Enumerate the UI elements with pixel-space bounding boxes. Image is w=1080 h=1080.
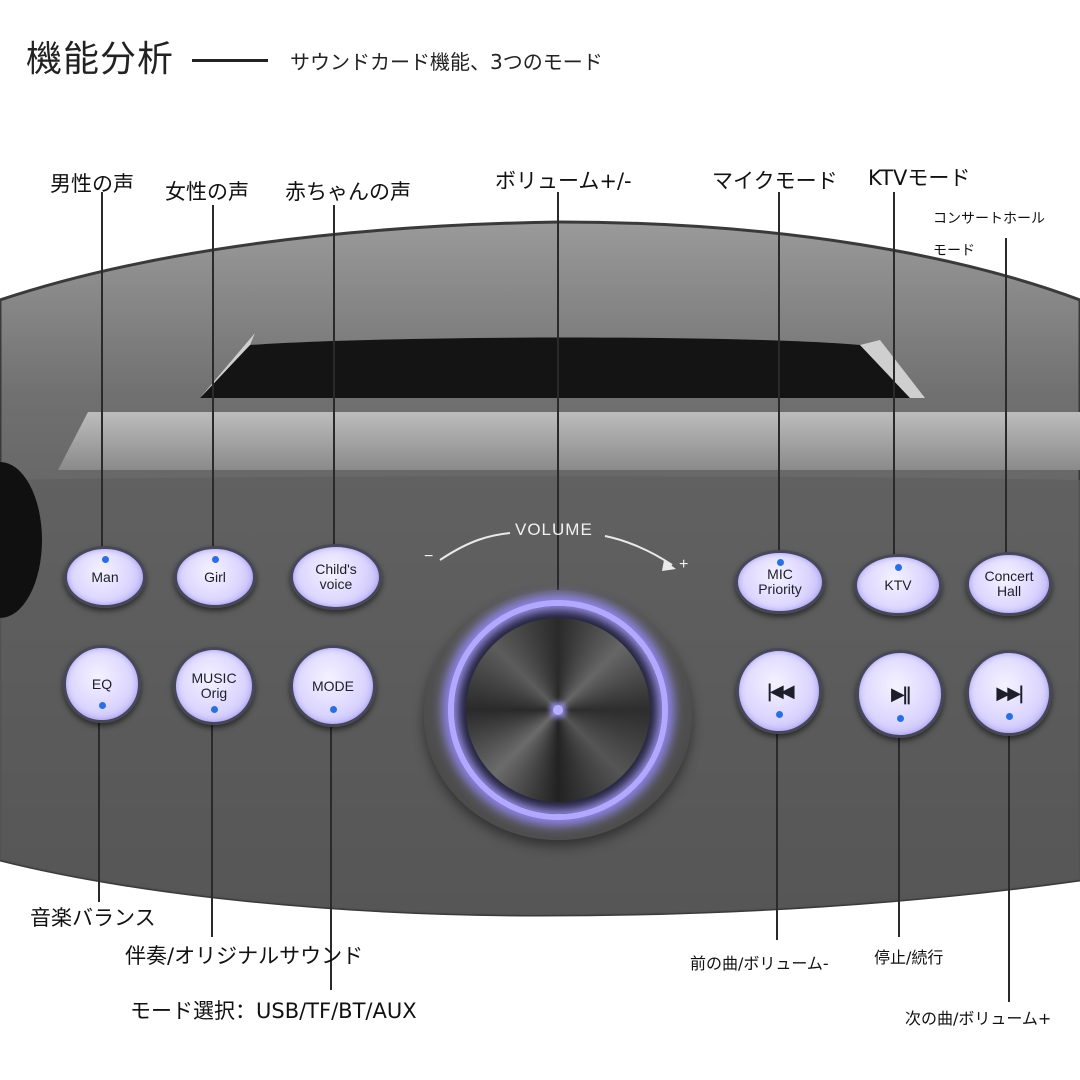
callout-mode-select: モード選択：USB/TF/BT/AUX: [130, 999, 417, 1023]
man-button-label: Man: [91, 568, 119, 585]
girl-button[interactable]: Girl: [174, 546, 256, 608]
callout-girl-voice: 女性の声: [165, 180, 249, 204]
music-orig-button-label: MUSIC Orig: [191, 671, 236, 701]
mode-button[interactable]: MODE: [290, 645, 376, 727]
indicator-dot: [1005, 713, 1013, 720]
callout-prev-track: 前の曲/ボリューム-: [690, 954, 829, 973]
childs-voice-line1: Child's: [315, 561, 357, 577]
leader-line-volume: [557, 192, 559, 712]
leader-line-mic: [778, 192, 780, 570]
callout-next-track: 次の曲/ボリューム+: [905, 1009, 1052, 1028]
callout-eq: 音楽バランス: [30, 906, 156, 930]
indicator-dot: [329, 706, 337, 713]
callout-man-voice: 男性の声: [50, 172, 134, 196]
previous-track-button[interactable]: |◀◀: [736, 648, 822, 734]
eq-button-label: EQ: [91, 675, 113, 692]
childs-voice-button[interactable]: Child's voice: [290, 544, 382, 610]
concert-hall-line1: Concert: [984, 568, 1034, 584]
callout-child-voice: 赤ちゃんの声: [285, 180, 411, 204]
leader-line-eq: [98, 702, 100, 902]
next-track-button[interactable]: ▶▶|: [966, 650, 1052, 736]
volume-plus-label: +: [679, 556, 689, 573]
indicator-dot: [210, 706, 218, 713]
leader-line-ktv: [893, 192, 895, 577]
indicator-dot: [775, 711, 783, 718]
volume-arc-right: [604, 535, 673, 566]
volume-arc-left: [439, 532, 511, 561]
volume-arrow-head: [662, 560, 676, 571]
mic-priority-line2: Priority: [758, 581, 802, 597]
previous-track-icon: |◀◀: [766, 680, 794, 702]
man-button[interactable]: Man: [64, 546, 146, 608]
callout-volume: ボリューム+/-: [495, 169, 632, 193]
callout-concert-hall-line1: コンサートホール: [933, 211, 1045, 227]
leader-line-child: [333, 205, 335, 570]
play-pause-icon: ▶||: [891, 683, 912, 705]
mode-button-label: MODE: [312, 677, 354, 694]
leader-line-mode: [330, 705, 332, 990]
leader-line-play: [898, 712, 900, 937]
indicator-dot: [211, 556, 219, 563]
volume-minus-label: −: [424, 548, 434, 565]
childs-voice-line2: voice: [319, 576, 353, 592]
callout-music-orig: 伴奏/オリジナルサウンド: [125, 944, 364, 968]
childs-voice-button-label: Child's voice: [315, 562, 357, 592]
indicator-dot: [896, 715, 904, 722]
eq-button[interactable]: EQ: [63, 645, 141, 723]
next-track-icon: ▶▶|: [996, 682, 1024, 704]
leader-line-girl: [212, 205, 214, 570]
callout-play-pause: 停止/続行: [874, 948, 944, 967]
mic-priority-button[interactable]: MIC Priority: [735, 550, 825, 614]
handle-top-right: [860, 340, 925, 398]
leader-line-concert: [1005, 238, 1007, 578]
play-pause-button[interactable]: ▶||: [856, 650, 944, 738]
volume-label: VOLUME: [515, 520, 593, 539]
mic-priority-button-label: MIC Priority: [758, 567, 802, 597]
leader-line-man: [101, 192, 103, 562]
music-orig-line1: MUSIC: [191, 670, 237, 686]
leader-line-next: [1008, 712, 1010, 1002]
ktv-button[interactable]: KTV: [854, 554, 942, 616]
page-title: 機能分析: [26, 39, 175, 80]
indicator-dot: [894, 564, 902, 571]
indicator-dot: [776, 559, 784, 566]
volume-knob-center: [553, 705, 563, 715]
callout-mic-mode: マイクモード: [712, 169, 838, 193]
leader-line-music-orig: [211, 707, 213, 937]
indicator-dot: [98, 702, 106, 709]
callout-ktv-mode: KTVモード: [868, 166, 971, 190]
concert-hall-line2: Hall: [996, 583, 1022, 599]
handle-slot: [200, 337, 910, 398]
concert-hall-button-label: Concert Hall: [984, 569, 1033, 599]
leader-line-prev: [776, 710, 778, 940]
music-orig-button[interactable]: MUSIC Orig: [173, 647, 255, 725]
mic-priority-line1: MIC: [767, 566, 793, 582]
concert-hall-button[interactable]: Concert Hall: [966, 552, 1052, 616]
handle-bar: [58, 412, 1080, 470]
ktv-button-label: KTV: [884, 576, 912, 593]
page-subtitle: サウンドカード機能、3つのモード: [290, 50, 603, 74]
indicator-dot: [101, 556, 109, 563]
callout-concert-hall-line2: モード: [933, 243, 975, 259]
title-divider: [192, 59, 268, 62]
side-port: [0, 462, 42, 618]
music-orig-line2: Orig: [200, 685, 228, 701]
girl-button-label: Girl: [204, 568, 226, 585]
